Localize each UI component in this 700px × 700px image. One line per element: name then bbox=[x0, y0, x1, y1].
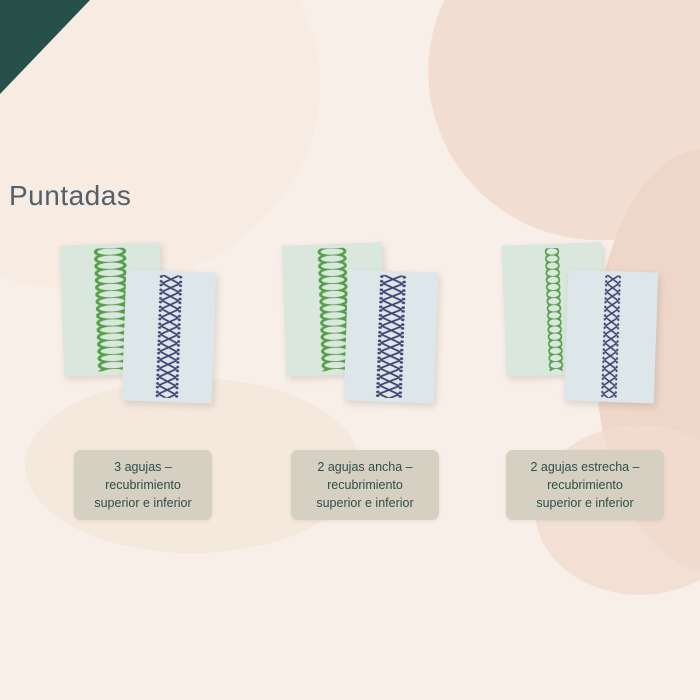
stitch-label: 2 agujas estrecha – recubrimiento superi… bbox=[506, 450, 664, 521]
bottom-fabric-swatch bbox=[121, 269, 217, 404]
stitch-sample-group-2: 2 agujas ancha – recubrimiento superior … bbox=[280, 240, 450, 530]
background-blob-top-right bbox=[390, 0, 700, 279]
green-coverstitch-icon bbox=[543, 247, 565, 372]
top-fabric-swatch bbox=[501, 242, 607, 377]
stitch-label: 3 agujas – recubrimiento superior e infe… bbox=[74, 450, 212, 521]
stitch-sample-group-3: 2 agujas estrecha – recubrimiento superi… bbox=[500, 240, 670, 530]
top-fabric-swatch bbox=[281, 242, 387, 377]
navy-coverstitch-icon bbox=[373, 274, 409, 399]
stitch-sample-group-1: 3 agujas – recubrimiento superior e infe… bbox=[58, 240, 228, 530]
navy-coverstitch-icon bbox=[599, 274, 623, 399]
stitch-label: 2 agujas ancha – recubrimiento superior … bbox=[291, 450, 439, 521]
corner-triangle-decoration bbox=[0, 0, 90, 94]
page-title: Puntadas bbox=[9, 180, 132, 211]
navy-coverstitch-icon bbox=[153, 274, 185, 399]
bottom-fabric-swatch bbox=[343, 269, 439, 404]
bottom-fabric-swatch bbox=[563, 269, 659, 404]
green-coverstitch-icon bbox=[315, 247, 353, 372]
